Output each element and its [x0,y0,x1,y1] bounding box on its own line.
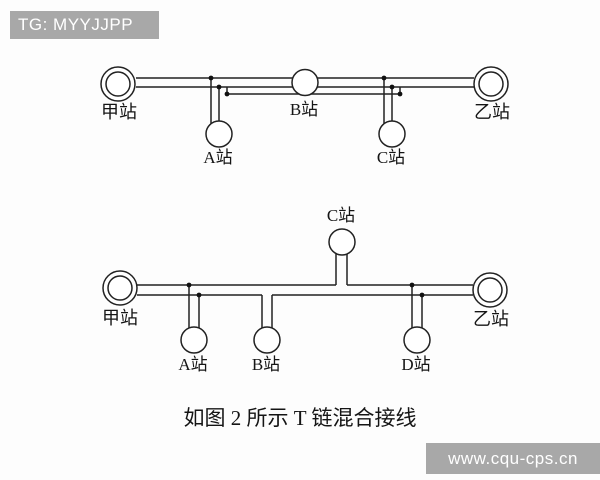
top-station-a-label: A站 [203,148,232,167]
top-diagram: 甲站 B站 乙站 A站 C站 [100,66,510,167]
bottom-station-b-label: B站 [252,355,280,374]
figure-caption: 如图 2 所示 T 链混合接线 [183,406,417,430]
bottom-terminal-jia-inner-circle [107,275,133,301]
top-station-c-circle [378,120,406,148]
connection-dot [389,84,395,90]
bottom-station-b-circle [253,326,281,354]
connection-dot [224,91,230,97]
bottom-station-a-circle [180,326,208,354]
bottom-station-a-label: A站 [178,355,207,374]
watermark-top-left-text: TG: MYYJJPP [18,15,134,34]
watermark-bottom-right: www.cqu-cps.cn [426,443,600,474]
bottom-station-c-label: C站 [327,206,355,225]
bottom-terminal-jia-label: 甲站 [102,308,138,328]
top-terminal-yi-inner-circle [478,71,504,97]
bottom-diagram: 甲站 乙站 A站 B站 C站 D站 [102,206,509,374]
bottom-terminal-yi-label: 乙站 [473,309,509,329]
bottom-station-d-label: D站 [401,355,430,374]
top-station-a-circle [205,120,233,148]
top-terminal-jia-inner-circle [105,71,131,97]
top-station-b-circle [291,68,319,97]
bottom-station-d-circle [403,326,431,354]
top-terminal-jia-label: 甲站 [101,102,137,122]
connection-dot [208,75,214,81]
bottom-station-c-circle [328,228,356,256]
connection-dot [381,75,387,81]
top-terminal-yi-label: 乙站 [474,102,510,122]
connection-dot [397,91,403,97]
connection-dot [186,282,192,288]
watermark-top-left: TG: MYYJJPP [10,11,159,39]
top-station-b-label: B站 [290,100,318,119]
watermark-bottom-right-text: www.cqu-cps.cn [448,448,578,468]
bottom-terminal-yi-inner-circle [477,277,503,303]
connection-dot [419,292,425,298]
connection-dot [216,84,222,90]
top-station-c-label: C站 [377,148,405,167]
connection-dot [409,282,415,288]
connection-dot [196,292,202,298]
